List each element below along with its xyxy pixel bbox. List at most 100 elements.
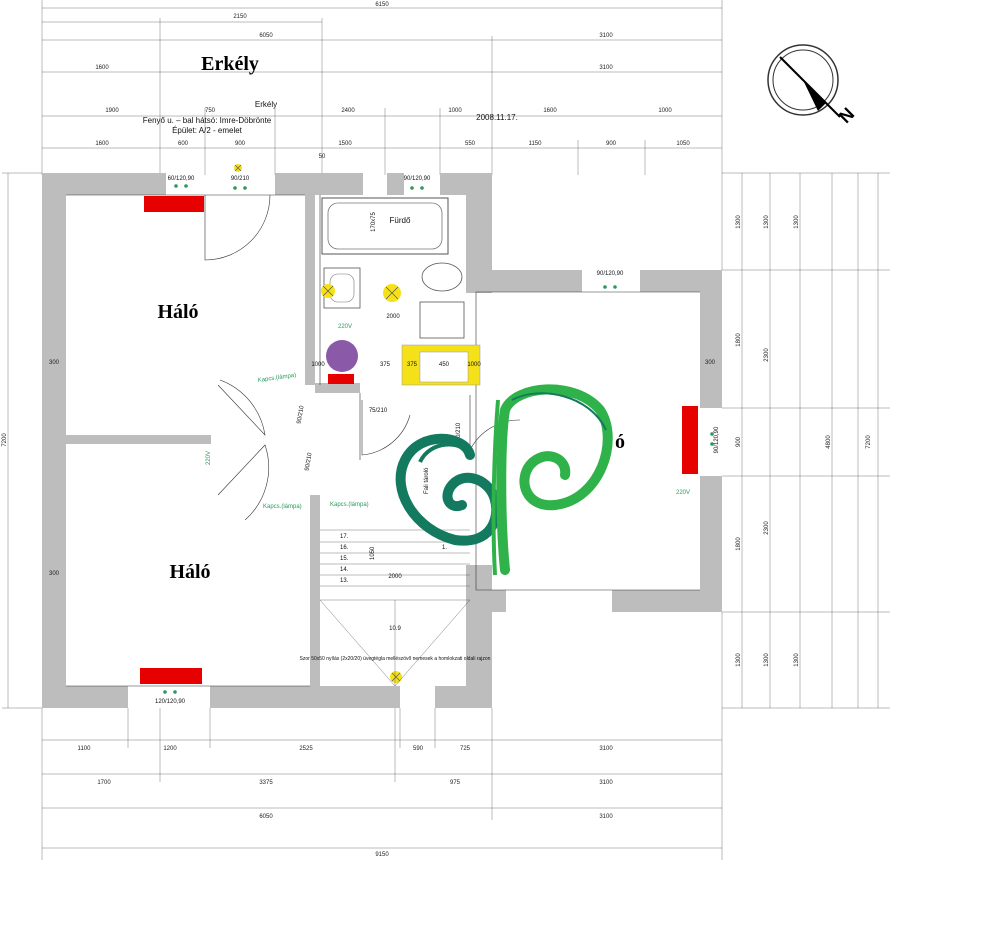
dim-right-12: 1300 — [794, 653, 800, 667]
step-17: 17. — [340, 534, 349, 540]
dim-right-11: 1300 — [764, 653, 770, 667]
dim-left-0: 7200 — [2, 433, 8, 447]
dim-top-12: 1600 — [95, 141, 109, 147]
dim-bottom-9: 3100 — [599, 780, 613, 786]
dim-top-9: 1000 — [448, 108, 462, 114]
dim-int-6: 2000 — [388, 574, 402, 580]
building-line: Épület: A/2 - emelet — [172, 126, 243, 135]
bathtub — [321, 197, 449, 255]
dim-right-7: 7200 — [866, 435, 872, 449]
bidet — [419, 301, 465, 339]
dim-top-10: 1600 — [543, 108, 557, 114]
dim-top-0: 6150 — [375, 2, 389, 8]
room-label-bedroom-top: Háló — [157, 301, 198, 323]
radiator-bath — [328, 374, 354, 384]
dim-right-3: 1800 — [736, 333, 742, 347]
light-icon — [321, 284, 335, 298]
dim-top-3: 3100 — [599, 33, 613, 39]
step-13: 13. — [340, 578, 349, 584]
win-top-2: 90/210 — [231, 176, 250, 182]
dim-bottom-8: 975 — [450, 780, 461, 786]
dim-top-15: 1500 — [338, 141, 352, 147]
step-1: 1. — [442, 545, 447, 551]
spiral-logo — [395, 384, 613, 576]
storage-label: Fali tároló — [424, 467, 430, 494]
electrical-marks: 220V 220V 220V Kapcs.(lámpa) Kapcs.(lámp… — [206, 324, 690, 510]
dim-int-7: 1050 — [370, 546, 376, 560]
dim-bottom-3: 590 — [413, 746, 424, 752]
dim-right-8: 1800 — [736, 537, 742, 551]
balcony-label: Erkély — [255, 100, 277, 109]
dim-top-17: 1150 — [529, 141, 543, 147]
window-labels: 60/120,90 90/210 90/120,90 90/120,90 90/… — [155, 176, 720, 705]
toilet — [421, 262, 463, 292]
doors: 90/210 90/210 75/210 60/210 — [204, 194, 521, 521]
dimension-lines-left: 7200 300 300 — [2, 172, 60, 709]
dim-right-10: 1300 — [736, 653, 742, 667]
dim-bottom-0: 1100 — [78, 746, 92, 752]
dim-top-14: 900 — [235, 141, 246, 147]
door-label-3: 75/210 — [369, 408, 388, 414]
radiator-bottom — [140, 668, 202, 684]
walls — [42, 173, 722, 708]
dim-right-4: 2300 — [764, 348, 770, 362]
dimension-lines-top — [41, 0, 723, 270]
dim-top-2: 6050 — [259, 33, 273, 39]
dim-left-2: 300 — [49, 571, 60, 577]
dim-top-19: 1050 — [676, 141, 690, 147]
dimension-labels-top: 6150 2150 6050 3100 1600 3100 1900 750 2… — [95, 2, 690, 160]
dim-bottom-5: 3100 — [599, 746, 613, 752]
door-label-1: 90/210 — [296, 405, 305, 425]
win-right-side: 90/120,90 — [714, 426, 720, 453]
dimension-labels-bottom: 1100 1200 2525 590 725 3100 1700 3375 97… — [78, 746, 614, 858]
dim-top-16: 550 — [465, 141, 476, 147]
step-16: 16. — [340, 545, 349, 551]
bathroom-label: Fürdő — [390, 216, 411, 225]
light-icon — [234, 164, 242, 172]
dim-int-5: 1000 — [311, 362, 325, 368]
dim-top-4: 1600 — [95, 65, 109, 71]
dim-right-2: 1300 — [794, 215, 800, 229]
balcony-title: Erkély — [201, 53, 259, 75]
dim-top-1: 2150 — [233, 14, 247, 20]
dim-left-1: 300 — [49, 360, 60, 366]
socket-label: 220V — [206, 451, 212, 465]
dim-int-1: 375 — [380, 362, 391, 368]
dim-top-5: 3100 — [599, 65, 613, 71]
tub-size: 170x75 — [371, 211, 377, 231]
compass-label: N — [835, 104, 858, 127]
step-15: 15. — [340, 556, 349, 562]
dim-right-9: 2300 — [764, 521, 770, 535]
dim-right-0: 1300 — [736, 215, 742, 229]
room-label-right: ó — [615, 431, 625, 453]
dimension-labels-right: 1300 1300 1300 1800 2300 900 4800 7200 1… — [705, 215, 872, 667]
dim-bottom-11: 3100 — [599, 814, 613, 820]
door-label-2: 90/210 — [304, 452, 313, 472]
switch-label: Kapcs.(lámpa) — [330, 502, 369, 508]
dim-bottom-7: 3375 — [259, 780, 273, 786]
socket-label: 220V — [676, 490, 690, 496]
step-14: 14. — [340, 567, 349, 573]
dim-int-4: 1000 — [467, 362, 481, 368]
win-top-1: 60/120,90 — [168, 176, 195, 182]
dim-bottom-12: 9150 — [375, 852, 389, 858]
dim-top-6: 1900 — [105, 108, 119, 114]
staircase: 17. 16. 15. 14. 13. 2. 1. 2000 1050 10.9… — [300, 529, 491, 687]
dimension-lines-right — [722, 172, 890, 709]
stairs-note: Szor 50x50 nyílás (2x20/20) üvegtégla me… — [300, 656, 491, 662]
dim-right-5: 900 — [736, 436, 742, 447]
dim-top-20: 50 — [319, 154, 326, 160]
dim-bottom-6: 1700 — [97, 780, 111, 786]
dim-right-1: 1300 — [764, 215, 770, 229]
room-label-bedroom-bottom: Háló — [169, 561, 210, 583]
dim-int-8: 10.9 — [389, 626, 401, 632]
plan-date: 2008.11.17. — [476, 113, 518, 122]
dim-bottom-10: 6050 — [259, 814, 273, 820]
dim-int-2: 375 — [407, 362, 418, 368]
win-top-3: 90/120,90 — [404, 176, 431, 182]
dim-top-8: 2400 — [341, 108, 355, 114]
dim-top-7: 750 — [205, 108, 216, 114]
dim-bottom-1: 1200 — [163, 746, 177, 752]
radiator-right — [682, 406, 698, 474]
